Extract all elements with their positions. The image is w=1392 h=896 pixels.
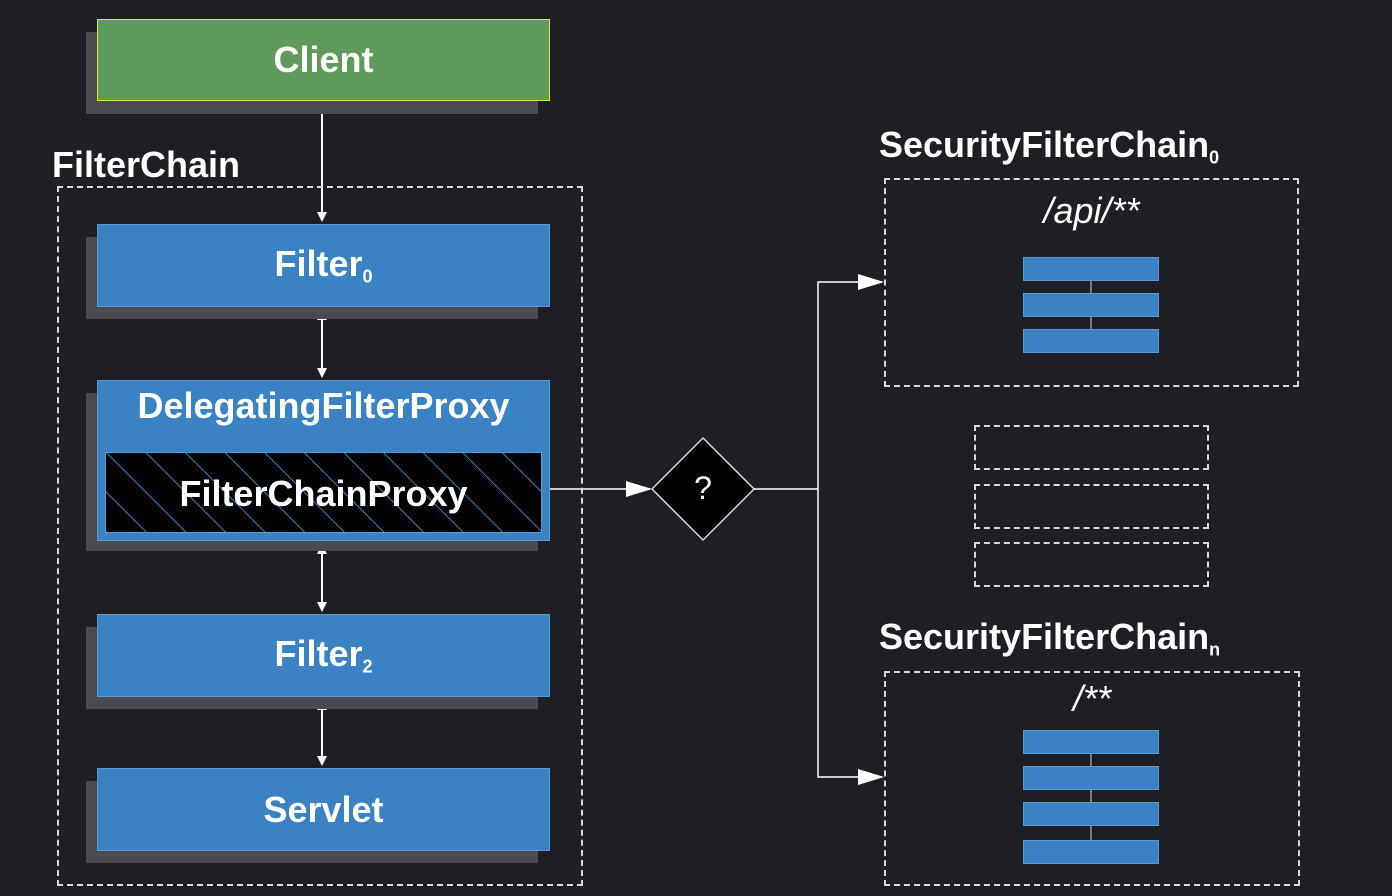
filter-chain-proxy-hatch (106, 453, 541, 532)
intermediate-chain-placeholder (974, 484, 1209, 529)
security-chain-n-container (884, 671, 1300, 886)
security-chain-n-filter (1023, 840, 1159, 864)
intermediate-chain-placeholder (974, 542, 1209, 587)
security-chain-0-subscript: 0 (1209, 147, 1220, 168)
security-chain-0-pattern: /api/** (1043, 190, 1140, 231)
security-chain-0-filter (1023, 329, 1159, 353)
security-chain-n-filter (1023, 766, 1159, 790)
filter0-subscript: 0 (362, 266, 373, 287)
client-label: Client (273, 39, 374, 80)
decision-label: ? (694, 470, 712, 506)
security-chain-n-pattern: /** (1072, 678, 1112, 719)
decision-diamond (650, 436, 756, 542)
filter-chain-title: FilterChain (52, 144, 241, 185)
security-chain-n-filter (1023, 730, 1159, 754)
servlet-label: Servlet (263, 788, 384, 830)
client-box: Client (97, 19, 550, 101)
filter2-label: Filter2 (274, 633, 373, 677)
delegating-proxy-label: DelegatingFilterProxy (137, 385, 510, 426)
servlet-box: Servlet (97, 768, 550, 851)
filter-chain-proxy-label: FilterChainProxy (179, 473, 468, 514)
branch-to-chain0 (817, 274, 884, 489)
security-chain-0-container (884, 178, 1299, 387)
intermediate-chain-placeholder (974, 425, 1209, 470)
security-chain-n-filter (1023, 802, 1159, 826)
delegating-proxy-box: DelegatingFilterProxy FilterChainProxy (97, 380, 550, 541)
security-chain-n-title: SecurityFilterChainn (879, 616, 1221, 660)
security-chain-0-filter (1023, 257, 1159, 281)
branch-to-chainn (817, 489, 884, 785)
security-chain-0-filter (1023, 293, 1159, 317)
filter-chain-container (57, 186, 583, 886)
filter0-box: Filter0 (97, 224, 550, 307)
security-chain-0-title: SecurityFilterChain0 (879, 124, 1220, 168)
security-chain-n-subscript: n (1209, 639, 1221, 660)
filter-chain-proxy-box: FilterChainProxy (105, 452, 542, 533)
filter0-label: Filter0 (274, 243, 373, 287)
filter2-subscript: 2 (362, 656, 373, 677)
filter2-box: Filter2 (97, 614, 550, 697)
